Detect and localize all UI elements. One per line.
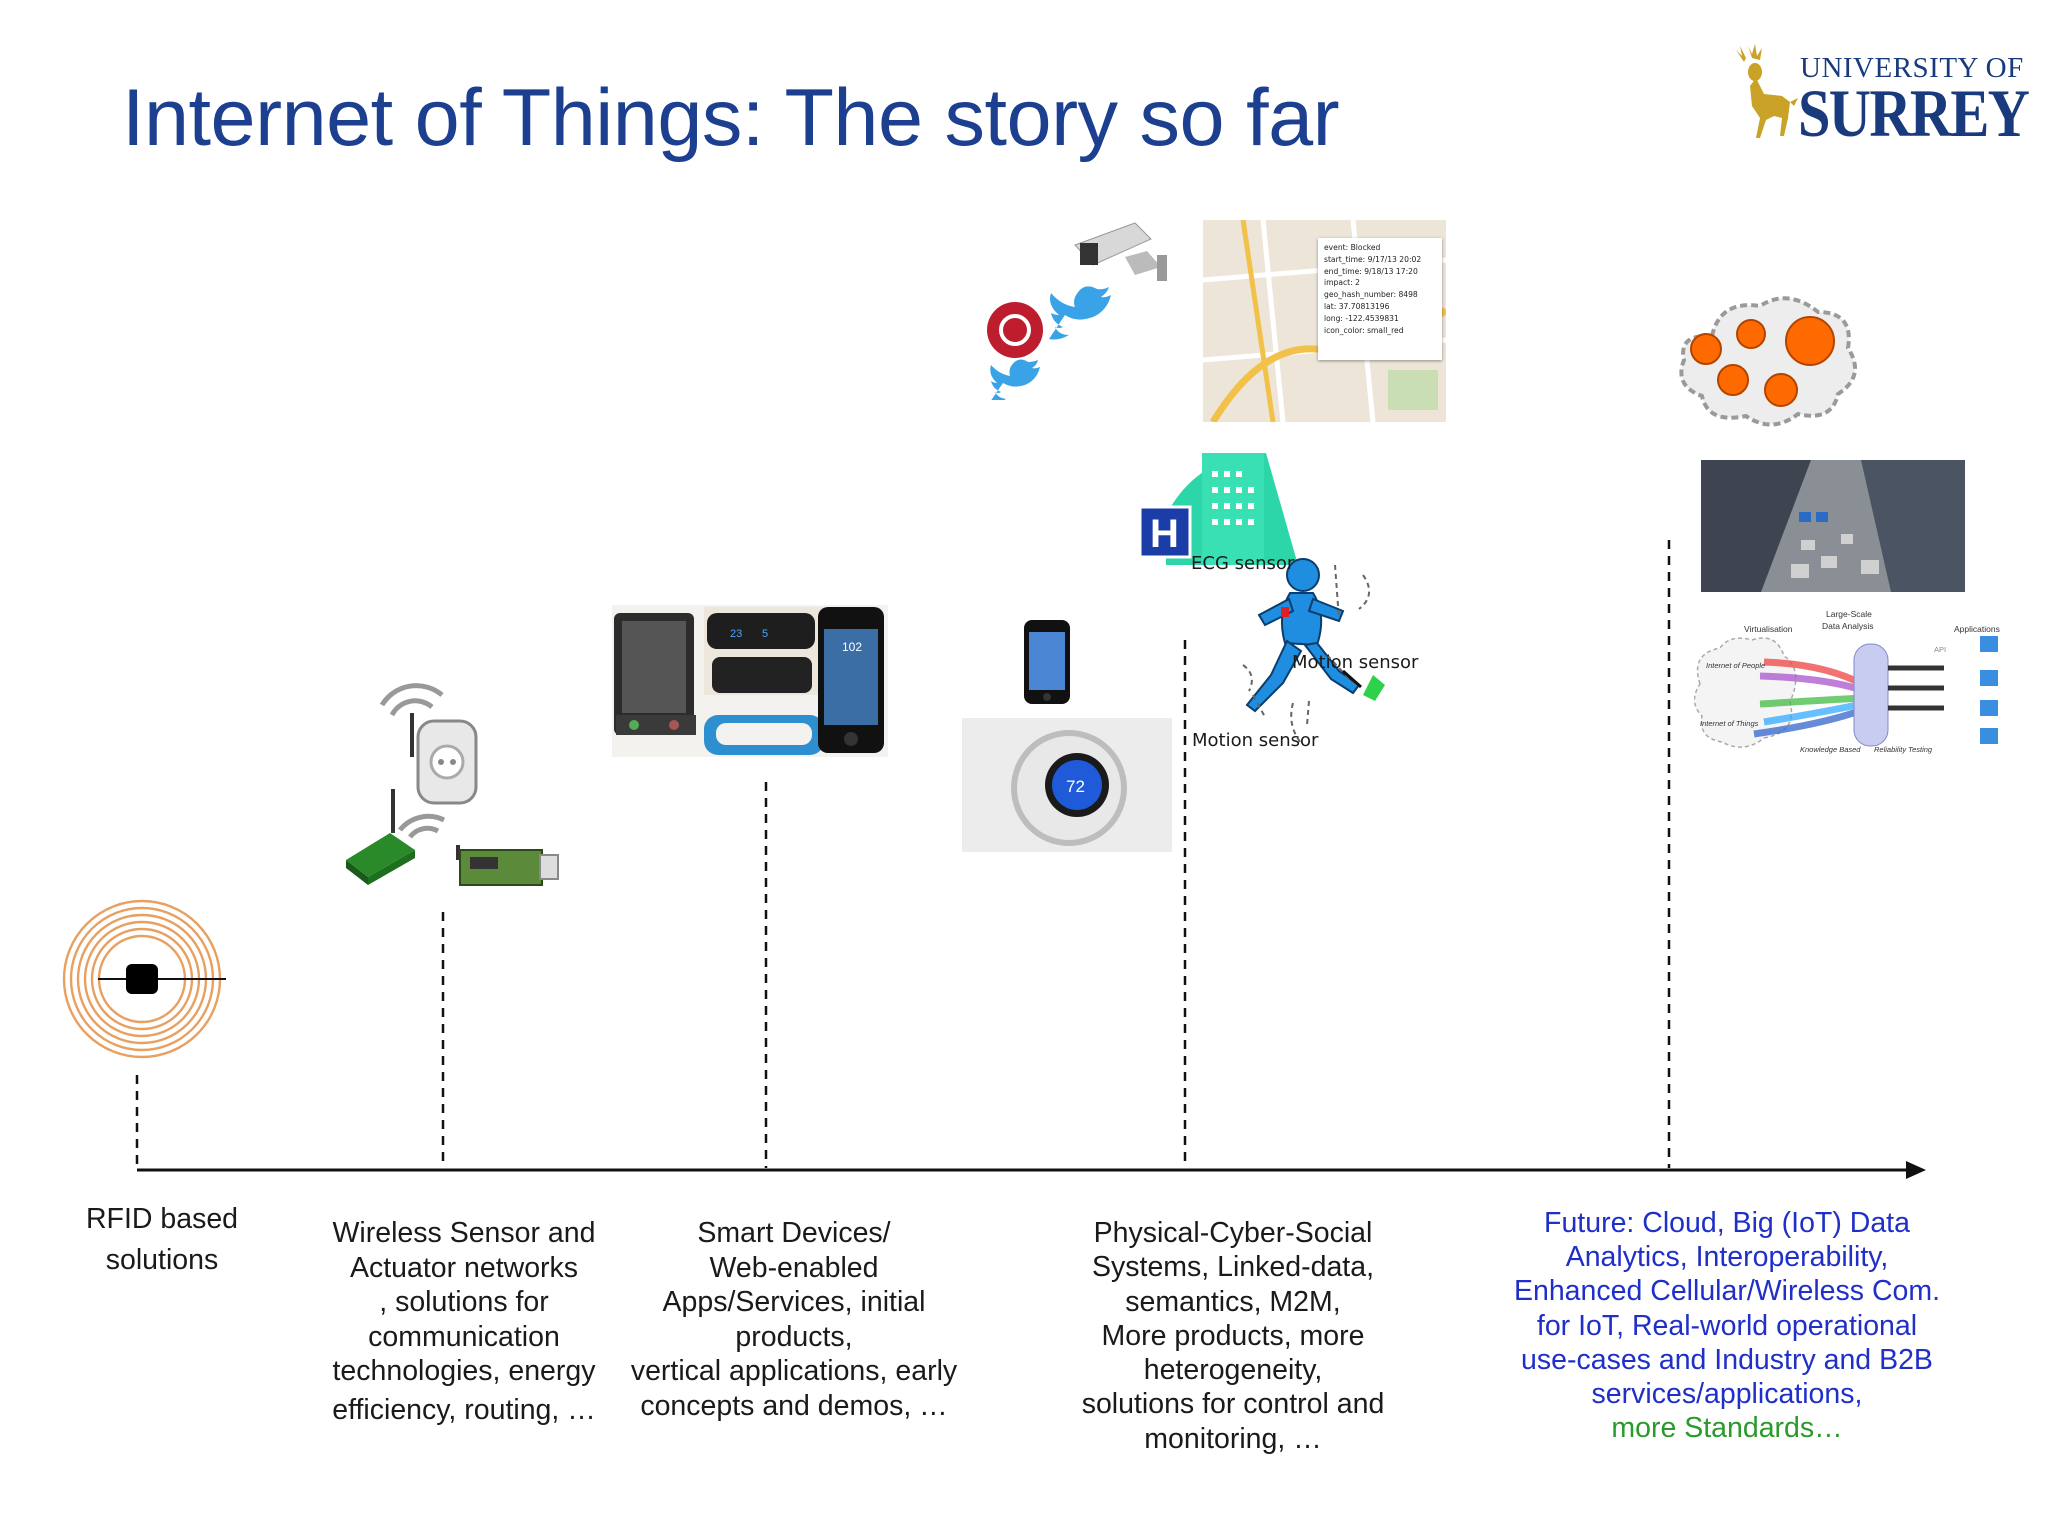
cloud-icon [1679, 296, 1858, 427]
caption-line: for IoT, Real-world operational [1536, 1309, 1918, 1342]
caption-line: Enhanced Cellular/Wireless Com. [1513, 1275, 1941, 1308]
svg-text:5: 5 [762, 628, 768, 640]
caption-line: RFID based [85, 1203, 239, 1235]
university-logo: UNIVERSITY OF SURREY [1722, 44, 2030, 151]
popup-line: start_time: 9/17/13 20:02 [1324, 254, 1422, 264]
large-scale-label: Large-Scale [1826, 609, 1872, 619]
popup-line: long: -122.4539831 [1324, 313, 1399, 323]
camera-social-icons [987, 222, 1167, 400]
caption-wsn: Wireless Sensor and Actuator networks , … [314, 1216, 614, 1427]
smart-devices-collage-icon: 23 5 102 [612, 605, 888, 757]
timeline-arrowhead [1906, 1161, 1926, 1179]
caption-line: vertical applications, early [630, 1355, 958, 1387]
caption-line: use-cases and Industry and B2B [1521, 1343, 1933, 1376]
caption-line: Apps/Services, initial [662, 1286, 926, 1318]
caption-line: communication [368, 1320, 560, 1353]
internet-of-things-label: Internet of Things [1700, 719, 1759, 728]
device-display-value: 102 [842, 640, 862, 654]
caption-line: semantics, M2M, [1125, 1285, 1341, 1318]
applications-label: Applications [1954, 624, 2000, 634]
hospital-icon: H [1138, 453, 1298, 565]
caption-line: solutions [105, 1244, 219, 1276]
popup-line: end_time: 9/18/13 17:20 [1324, 266, 1418, 276]
caption-future: Future: Cloud, Big (IoT) Data Analytics,… [1492, 1206, 1962, 1445]
api-label: API [1934, 645, 1946, 654]
caption-line: concepts and demos, … [640, 1389, 948, 1422]
wearable-sensors-runner-icon [1242, 558, 1385, 744]
caption-line: products, [735, 1320, 853, 1353]
logo-line2: SURREY [1798, 75, 2030, 151]
pinterest-icon [987, 302, 1043, 358]
iot-architecture-diagram: Virtualisation Large-Scale Data Analysis… [1694, 609, 2000, 754]
caption-line: heterogeneity, [1143, 1354, 1323, 1387]
popup-line: lat: 37.70813196 [1324, 301, 1390, 311]
caption-line: technologies, energy [332, 1355, 596, 1387]
twitter-icon [990, 286, 1111, 400]
caption-line: services/applications, [1591, 1378, 1863, 1411]
caption-line: monitoring, … [1144, 1422, 1322, 1455]
caption-smart-devices: Smart Devices/ Web-enabled Apps/Services… [624, 1216, 964, 1423]
city-street-photo [1701, 460, 1965, 592]
popup-line: event: Blocked [1324, 243, 1381, 252]
caption-line: solutions for control and [1081, 1388, 1385, 1421]
cctv-camera-icon [1074, 222, 1167, 281]
popup-line: icon_color: small_red [1324, 325, 1404, 335]
popup-line: geo_hash_number: 8498 [1324, 290, 1418, 300]
knowledge-based-label: Knowledge Based [1800, 745, 1861, 754]
motion-sensor-label: Motion sensor [1292, 652, 1419, 673]
motion-sensor-icon [1342, 669, 1385, 701]
slide-title: Internet of Things: The story so far [122, 73, 1340, 163]
caption-line: Wireless Sensor and [332, 1217, 596, 1249]
caption-line: efficiency, routing, … [332, 1393, 596, 1426]
data-analysis-label: Data Analysis [1822, 621, 1874, 631]
caption-line: Future: Cloud, Big (IoT) Data [1544, 1207, 1910, 1239]
virtualisation-label: Virtualisation [1744, 624, 1793, 634]
caption-line: Systems, Linked-data, [1092, 1251, 1374, 1284]
caption-line: Web-enabled [709, 1251, 879, 1284]
caption-line: More products, more [1101, 1319, 1365, 1352]
caption-line: , solutions for [379, 1286, 549, 1318]
svg-text:23: 23 [730, 628, 742, 640]
caption-rfid: RFID based solutions [62, 1199, 262, 1281]
internet-of-people-label: Internet of People [1706, 661, 1765, 670]
caption-line: Actuator networks [349, 1251, 579, 1284]
event-map: event: Blocked start_time: 9/17/13 20:02… [1203, 220, 1446, 422]
caption-line: Smart Devices/ [697, 1217, 891, 1249]
popup-line: impact: 2 [1324, 278, 1360, 288]
caption-line-standards: more Standards… [1611, 1412, 1843, 1445]
caption-pcs: Physical-Cyber-Social Systems, Linked-da… [1063, 1216, 1403, 1456]
smartphone-icon [1024, 620, 1070, 704]
caption-line: Analytics, Interoperability, [1565, 1241, 1889, 1274]
ecg-sensor-label: ECG sensor [1191, 553, 1295, 574]
rfid-tag-icon [62, 899, 226, 1059]
motion-sensor-label: Motion sensor [1192, 730, 1319, 751]
logo-line1: UNIVERSITY OF [1800, 52, 2024, 84]
svg-text:H: H [1150, 512, 1179, 556]
wireless-sensor-devices-icon [346, 683, 559, 886]
thermostat-icon: 72 [962, 718, 1172, 852]
thermostat-display-value: 72 [1066, 777, 1085, 796]
reliability-testing-label: Reliability Testing [1874, 745, 1933, 754]
event-popup: event: Blocked start_time: 9/17/13 20:02… [1318, 238, 1442, 360]
caption-line: Physical-Cyber-Social [1093, 1217, 1373, 1249]
stag-icon [1736, 44, 1798, 138]
